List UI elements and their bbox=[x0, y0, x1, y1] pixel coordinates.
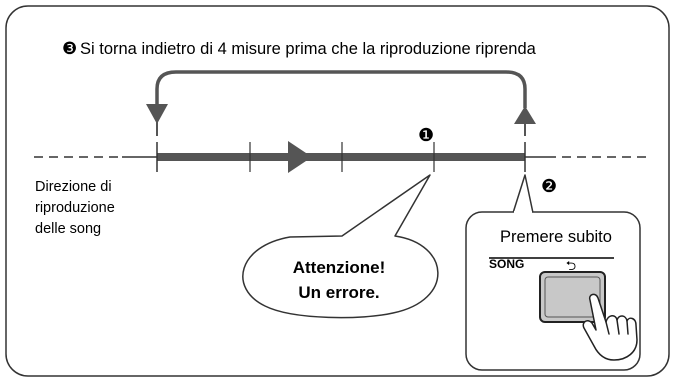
direction-label-line1: Direzione di bbox=[35, 179, 112, 195]
step1-number: ❶ bbox=[418, 125, 434, 145]
direction-label-line2: riproduzione bbox=[35, 200, 115, 216]
panel-pointer bbox=[512, 174, 534, 214]
song-label: SONG bbox=[489, 257, 524, 271]
playback-track bbox=[157, 153, 525, 161]
direction-label: Direzione di riproduzione delle song bbox=[35, 179, 119, 237]
direction-label-line3: delle song bbox=[35, 221, 101, 237]
callout-line2: Un errore. bbox=[298, 283, 379, 302]
callout-line1: Attenzione! bbox=[293, 258, 386, 277]
hand-pointer-icon bbox=[582, 293, 638, 361]
play-direction-icon bbox=[288, 141, 312, 173]
outer-frame bbox=[5, 5, 670, 377]
callout-bubble bbox=[242, 174, 439, 319]
loop-arrow-down-icon bbox=[146, 104, 168, 124]
step3-text: Si torna indietro di 4 misure prima che … bbox=[80, 40, 537, 58]
loop-back-arc bbox=[155, 70, 527, 108]
song-repeat-button[interactable] bbox=[539, 271, 606, 323]
step3-number: ❸ bbox=[62, 39, 77, 58]
step2-number: ❷ bbox=[541, 176, 557, 196]
loop-arrow-up-icon bbox=[514, 106, 536, 124]
song-repeat-button-inner bbox=[544, 276, 601, 318]
button-panel-title: Premere subito bbox=[500, 228, 612, 246]
repeat-icon: ⮌ bbox=[566, 258, 576, 273]
